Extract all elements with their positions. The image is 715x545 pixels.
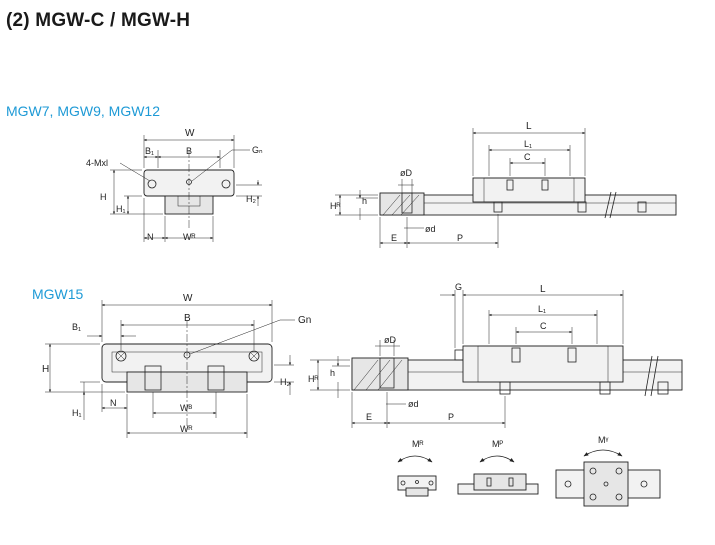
section-title-large: MGW15 — [32, 286, 84, 302]
label-wb-large: Wᴮ — [180, 403, 192, 413]
label-n-small: N — [147, 232, 154, 242]
moment-mr-diagram — [397, 455, 437, 497]
small-front-view — [110, 135, 262, 242]
label-mr: Mᴿ — [412, 439, 424, 449]
label-e-small: E — [391, 233, 397, 243]
section-title-small: MGW7, MGW9, MGW12 — [6, 103, 160, 119]
label-w-large: W — [183, 293, 193, 304]
label-h2-small: H₂ — [246, 194, 256, 204]
label-c-large: C — [540, 321, 547, 331]
label-e-large: E — [366, 412, 372, 422]
label-phid-cap-large: øD — [384, 335, 396, 345]
label-w-small: W — [185, 128, 195, 139]
label-mp: Mᴾ — [492, 439, 503, 449]
label-l1-large: L₁ — [538, 304, 546, 314]
label-h2-large: H₂ — [280, 377, 290, 387]
label-b1-small: B₁ — [145, 146, 154, 156]
label-b1-large: B₁ — [72, 322, 81, 332]
label-hr-small: Hᴿ — [330, 201, 341, 211]
large-front-view — [45, 300, 295, 438]
label-phid-large: ød — [408, 399, 419, 409]
label-l-large: L — [540, 284, 546, 295]
label-h-large: H — [42, 364, 49, 375]
label-h1-small: H₁ — [116, 204, 126, 214]
label-hr-large: Hᴿ — [308, 374, 319, 384]
label-h1-large: H₁ — [72, 408, 82, 418]
label-g-large: G — [455, 282, 462, 292]
moment-mp-diagram — [457, 455, 539, 495]
label-b-large: B — [184, 313, 191, 324]
label-phid-cap-small: øD — [400, 168, 412, 178]
label-n-large: N — [110, 398, 117, 408]
label-b-small: B — [186, 146, 192, 156]
label-h-small: H — [100, 192, 107, 202]
label-p-large: P — [448, 412, 454, 422]
label-wr-small: Wᴿ — [183, 232, 196, 242]
small-side-view — [335, 128, 677, 248]
label-gn-large: Gn — [298, 315, 311, 326]
large-side-view — [310, 290, 683, 428]
label-gn-small: Gₙ — [252, 145, 263, 155]
label-c-small: C — [524, 152, 531, 162]
label-p-small: P — [457, 233, 463, 243]
label-wr-large: Wᴿ — [180, 424, 193, 434]
label-phid-small: ød — [425, 224, 436, 234]
label-thread-small: 4-Mxl — [86, 158, 108, 168]
label-l1-small: L₁ — [524, 139, 532, 149]
moment-my-diagram — [555, 449, 661, 507]
label-l-small: L — [526, 121, 532, 132]
label-my: Mᵞ — [598, 435, 608, 445]
page-title: (2) MGW-C / MGW-H — [6, 10, 191, 31]
label-hh-small: h — [362, 196, 367, 206]
label-hh-large: h — [330, 368, 335, 378]
